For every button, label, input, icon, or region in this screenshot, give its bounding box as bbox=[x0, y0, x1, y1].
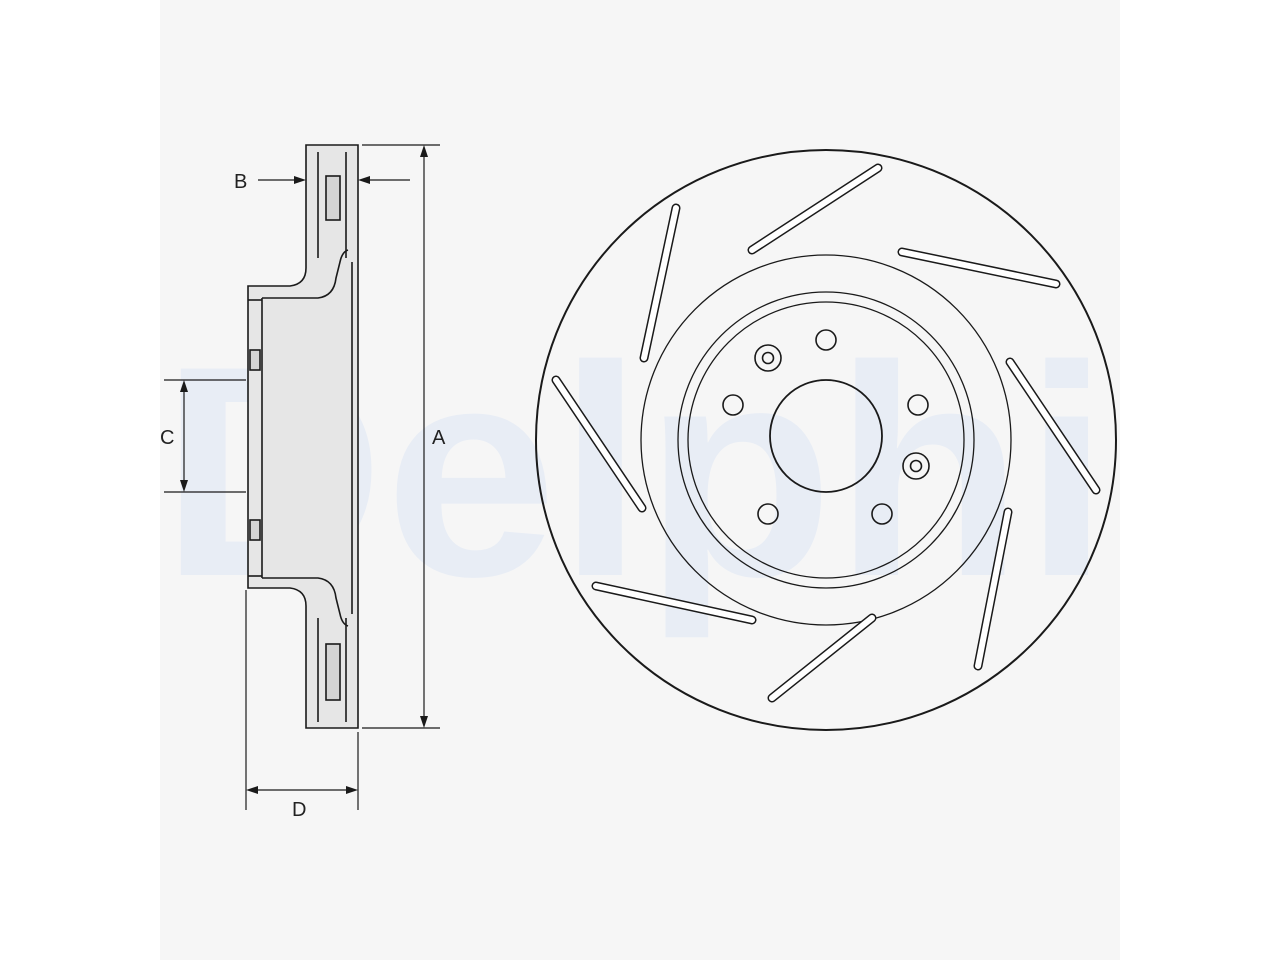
dim-a-arrow-bottom bbox=[420, 716, 428, 728]
slot-6-fill bbox=[593, 583, 755, 623]
set-screw-thread-2 bbox=[909, 459, 923, 473]
set-screw-thread-1 bbox=[761, 351, 775, 365]
vane-bottom bbox=[325, 643, 341, 701]
hat-outer-edge bbox=[677, 291, 975, 589]
slot-2-fill bbox=[899, 249, 1059, 287]
friction-inner-edge bbox=[640, 254, 1012, 626]
bolt-hole-1 bbox=[815, 329, 837, 351]
center-bore bbox=[769, 379, 883, 493]
slot-5-fill bbox=[769, 615, 875, 701]
bolt-hole-4 bbox=[757, 503, 779, 525]
disc-section-outline bbox=[247, 144, 359, 729]
bolt-hole-5 bbox=[722, 394, 744, 416]
slot-8-fill bbox=[641, 205, 679, 361]
dim-b-arrow-left bbox=[294, 176, 306, 184]
slot-4-fill bbox=[975, 509, 1011, 669]
bolt-hole-3 bbox=[871, 503, 893, 525]
dim-b-label: B bbox=[234, 171, 247, 193]
vane-top bbox=[325, 175, 341, 221]
hat-notch-bottom bbox=[249, 519, 261, 541]
dim-d-label: D bbox=[292, 799, 306, 821]
slot-7-fill bbox=[553, 377, 645, 511]
hat-inner-line-bottom bbox=[262, 577, 349, 627]
dim-c-arrow-top bbox=[180, 380, 188, 392]
side-view bbox=[247, 144, 359, 729]
dim-b-arrow-right bbox=[358, 176, 370, 184]
dim-c-label: C bbox=[160, 427, 174, 449]
hat-notch-top bbox=[249, 349, 261, 371]
dim-d-arrow-right bbox=[346, 786, 358, 794]
hat-inner-line bbox=[262, 249, 349, 299]
dim-d-arrow-left bbox=[246, 786, 258, 794]
set-screw-hole-1 bbox=[754, 344, 782, 372]
slot-3-fill bbox=[1007, 359, 1099, 493]
set-screw-hole-2 bbox=[902, 452, 930, 480]
disc-slots bbox=[551, 163, 1101, 703]
hat-inner-edge bbox=[687, 301, 965, 579]
front-view bbox=[535, 149, 1117, 731]
bolt-hole-2 bbox=[907, 394, 929, 416]
dim-c-arrow-bottom bbox=[180, 480, 188, 492]
slot-1-fill bbox=[749, 165, 881, 253]
disc-outer-edge bbox=[535, 149, 1117, 731]
dimensions bbox=[164, 144, 440, 810]
dim-a-label: A bbox=[432, 427, 446, 449]
dim-a-arrow-top bbox=[420, 145, 428, 157]
